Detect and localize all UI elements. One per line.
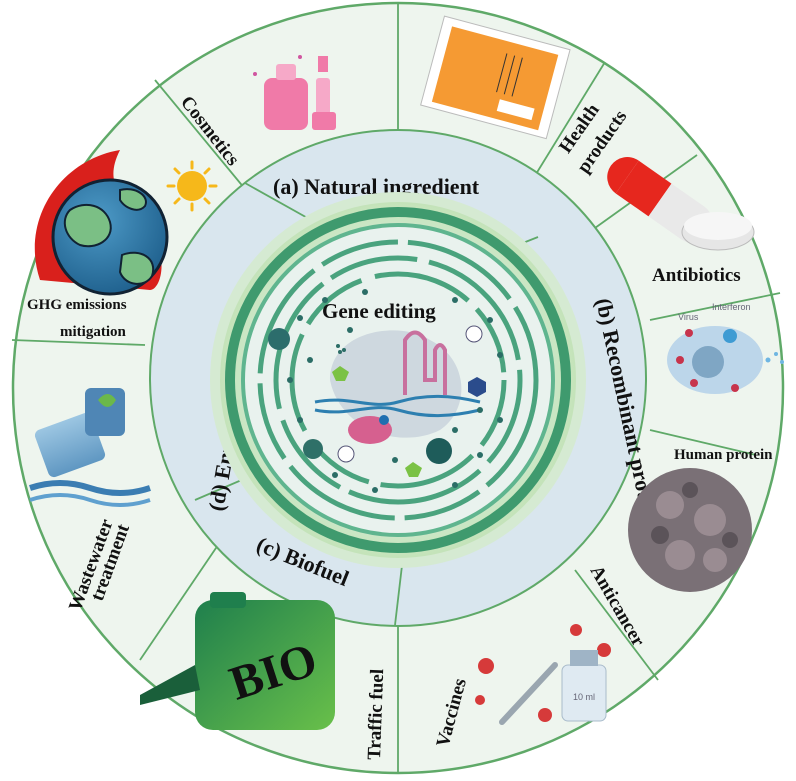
vial-volume-label: 10 ml [573,692,595,702]
antibiotics-label: Antibiotics [652,265,741,286]
ghg-label-line1: GHG emissions [27,297,127,313]
earth-icon [34,150,169,296]
interferon-label: Interferon [712,302,751,312]
virus-label: Virus [678,312,699,322]
center-title: Gene editing [322,299,436,323]
ghg-label-line2: mitigation [60,324,126,340]
vaccine-icon: 10 ml [475,624,611,725]
traffic-fuel-label: Traffic fuel [364,669,388,761]
health-products-icon [420,15,571,140]
human-protein-label: Human protein [674,447,773,463]
sun-icon [166,160,218,212]
pipe-icon [29,388,151,507]
anticancer-icon [628,468,752,592]
cell-illustration [210,192,586,568]
cosmetics-icon [253,55,336,130]
human-protein-icon: Virus Interferon [667,302,784,394]
bio-fuel-can-icon: BIO [140,592,335,730]
pill-icon [607,157,755,251]
